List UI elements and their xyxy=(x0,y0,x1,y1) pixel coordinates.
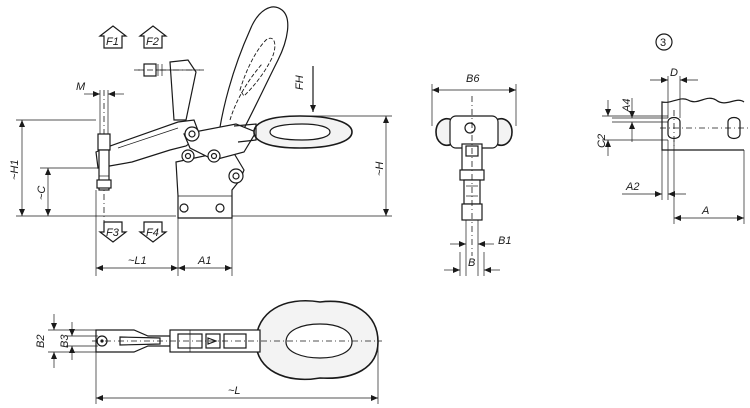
dim-a1: A1 xyxy=(178,255,232,271)
label-a2: A2 xyxy=(625,181,639,193)
pivot-pins xyxy=(179,126,244,213)
dim-b1: B1 xyxy=(450,235,511,276)
clamp-side-view xyxy=(95,6,353,222)
label-a4: A4 xyxy=(621,99,633,113)
spindle xyxy=(96,90,112,222)
detail-marker-circle xyxy=(655,33,673,51)
open-handle-phantom xyxy=(217,6,289,141)
label-f3: F3 xyxy=(106,227,120,239)
dim-l1: ~L1 xyxy=(95,190,233,276)
label-d: D xyxy=(670,67,678,79)
clamp-base xyxy=(175,149,245,219)
label-b1: B1 xyxy=(498,235,511,247)
label-h: ~H xyxy=(374,162,386,176)
label-m: M xyxy=(76,81,86,93)
dim-a2: A2 xyxy=(622,140,686,200)
dim-h1: ~H1 xyxy=(9,119,176,217)
clamp-front-view xyxy=(435,96,513,256)
label-f1: F1 xyxy=(106,36,119,48)
dim-b3: B3 xyxy=(59,322,98,360)
dim-b: B xyxy=(444,252,500,276)
dim-l: ~L xyxy=(95,344,379,404)
force-icon-f4: F4 xyxy=(138,221,168,243)
label-f4: F4 xyxy=(146,227,159,239)
label-b2: B2 xyxy=(35,335,47,348)
detail-view-3: 3 xyxy=(655,33,748,151)
force-icon-f2: F2 xyxy=(138,25,168,49)
label-c2: C2 xyxy=(596,134,608,148)
dim-b2: B2 xyxy=(35,314,96,368)
label-b3: B3 xyxy=(59,334,71,348)
dim-m: M xyxy=(76,81,124,134)
label-b: B xyxy=(468,257,475,269)
dim-d: D xyxy=(650,67,698,118)
force-icon-f3: F3 xyxy=(98,221,128,243)
dim-c: ~C xyxy=(36,167,98,216)
fh-force-arrow: FH xyxy=(294,66,316,112)
clamp-top-view xyxy=(92,300,382,381)
label-a1: A1 xyxy=(197,255,211,267)
label-l1: ~L1 xyxy=(128,255,147,267)
detail-marker-label: 3 xyxy=(660,37,666,49)
dim-c2: C2 xyxy=(596,100,668,156)
dim-h: ~H xyxy=(232,115,392,217)
pivot-bracket xyxy=(134,59,204,121)
force-icon-f1: F1 xyxy=(98,25,128,49)
label-a: A xyxy=(701,205,709,217)
label-c: ~C xyxy=(36,186,48,200)
dim-b6: B6 xyxy=(431,73,517,126)
dim-a4: A4 xyxy=(612,98,668,142)
linkage xyxy=(183,123,257,161)
label-l: ~L xyxy=(228,385,241,397)
label-h1: ~H1 xyxy=(9,160,21,181)
label-b6: B6 xyxy=(466,73,480,85)
label-f2: F2 xyxy=(146,36,159,48)
label-fh: FH xyxy=(294,75,306,90)
dim-a: A xyxy=(673,140,745,224)
slot-plate xyxy=(661,97,745,151)
